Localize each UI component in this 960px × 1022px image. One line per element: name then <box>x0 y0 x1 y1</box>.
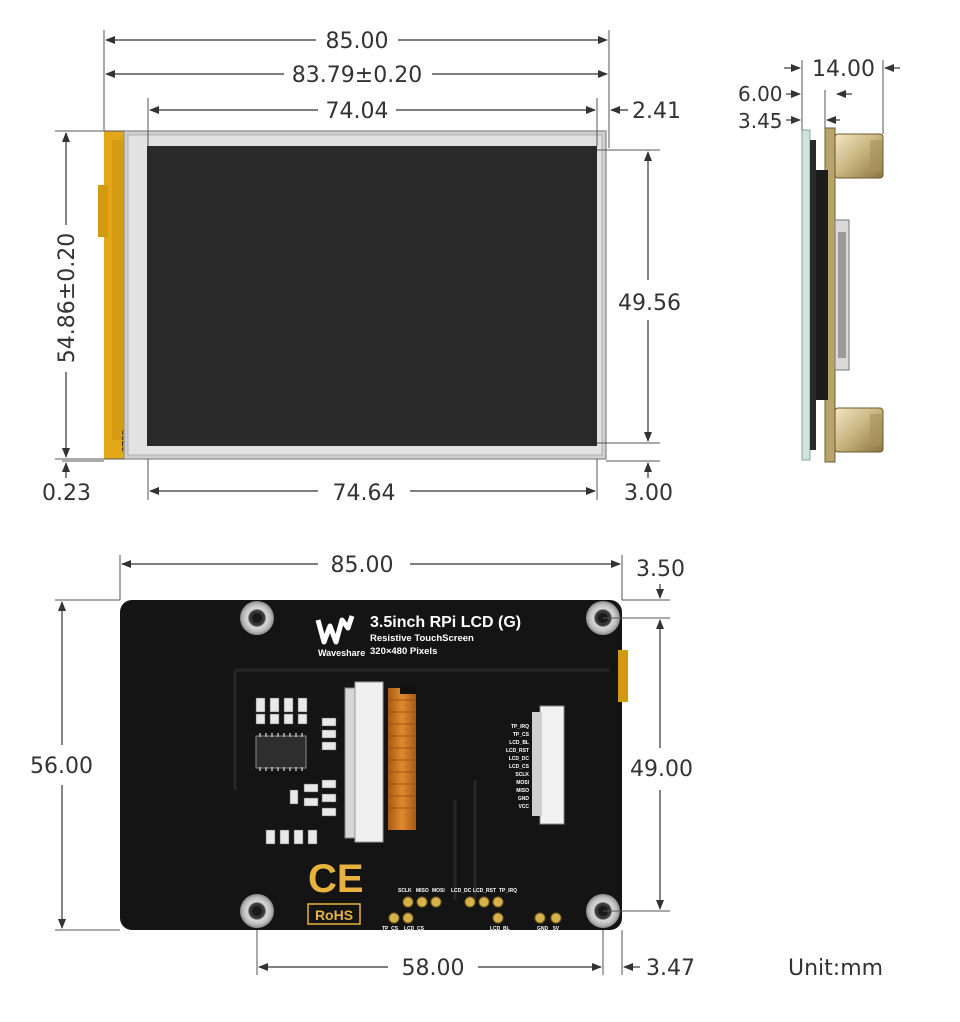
dim-back-hole-spacing-h: 58.00 <box>402 956 465 981</box>
dim-front-total-width: 85.00 <box>326 29 389 54</box>
dim-front-bottom-right: 3.00 <box>624 481 673 506</box>
side-view: 14.00 6.00 3.45 <box>738 57 900 463</box>
svg-text:SCLK: SCLK <box>515 772 529 778</box>
svg-text:SCLK: SCLK <box>398 888 412 894</box>
svg-text:TP_IRQ: TP_IRQ <box>499 888 517 894</box>
dim-side-depth-a: 6.00 <box>738 82 783 106</box>
screen-active-area <box>147 146 597 446</box>
svg-text:LCD_DC: LCD_DC <box>509 756 530 762</box>
svg-text:LCD_BL: LCD_BL <box>509 740 529 746</box>
svg-text:GND: GND <box>537 926 549 932</box>
dim-back-hole-offset-top: 3.50 <box>636 557 685 582</box>
dim-front-outline-width: 83.79±0.20 <box>292 63 422 88</box>
dim-back-board-width: 85.00 <box>331 553 394 578</box>
svg-text:MISO: MISO <box>416 888 429 894</box>
dim-side-depth-total: 14.00 <box>812 57 875 82</box>
dim-front-bottom-left: 0.23 <box>42 481 91 506</box>
silk-rohs: RoHS <box>315 907 353 923</box>
connector-pin-labels: TP_IRQ TP_CS LCD_BL LCD_RST LCD_DC LCD_C… <box>506 724 530 810</box>
pad-labels-top: SCLK MISO MOSI LCD_DC LCD_RST TP_IRQ <box>398 888 517 894</box>
silk-title: 3.5inch RPi LCD (G) <box>370 614 521 631</box>
svg-text:LCD_RST: LCD_RST <box>506 748 529 754</box>
svg-text:LCD_DC: LCD_DC <box>451 888 472 894</box>
ffc-ribbon <box>388 688 416 830</box>
back-view: Waveshare 3.5inch RPi LCD (G) Resistive … <box>30 553 695 981</box>
svg-text:MISO: MISO <box>516 788 529 794</box>
silk-resolution: 320×480 Pixels <box>370 646 437 657</box>
svg-text:TP_CS: TP_CS <box>513 732 530 738</box>
silk-subtitle: Resistive TouchScreen <box>370 633 474 644</box>
dim-front-outline-height: 54.86±0.20 <box>55 233 80 363</box>
svg-text:LCD_CS: LCD_CS <box>404 926 425 932</box>
dim-front-glass-width: 74.64 <box>333 481 396 506</box>
front-view: 3828 85.00 83.79±0.20 74.04 2.41 <box>42 29 681 506</box>
svg-text:TP_IRQ: TP_IRQ <box>511 724 529 730</box>
dim-back-hole-spacing-v: 49.00 <box>630 757 693 782</box>
unit-label: Unit:mm <box>788 956 883 981</box>
svg-text:MOSI: MOSI <box>516 780 529 786</box>
pad-labels-bottom: TP_CS LCD_CS LCD_BL GND 5V <box>382 926 560 932</box>
dim-back-board-height: 56.00 <box>30 754 93 779</box>
svg-text:5V: 5V <box>553 926 560 932</box>
svg-text:LCD_BL: LCD_BL <box>490 926 510 932</box>
silk-ce-mark: CE <box>308 857 364 901</box>
svg-text:MOSI: MOSI <box>432 888 445 894</box>
dim-front-active-width: 74.04 <box>326 99 389 124</box>
dim-front-active-height: 49.56 <box>618 291 681 316</box>
svg-text:VCC: VCC <box>518 804 529 810</box>
svg-text:LCD_CS: LCD_CS <box>509 764 530 770</box>
waveshare-logo <box>315 615 355 645</box>
dim-back-hole-offset-right: 3.47 <box>646 956 695 981</box>
svg-text:TP_CS: TP_CS <box>382 926 399 932</box>
svg-text:LCD_RST: LCD_RST <box>473 888 496 894</box>
silk-brand: Waveshare <box>318 648 365 658</box>
svg-text:GND: GND <box>518 796 530 802</box>
dim-front-right-offset: 2.41 <box>632 99 681 124</box>
dim-side-depth-b: 3.45 <box>738 109 783 133</box>
